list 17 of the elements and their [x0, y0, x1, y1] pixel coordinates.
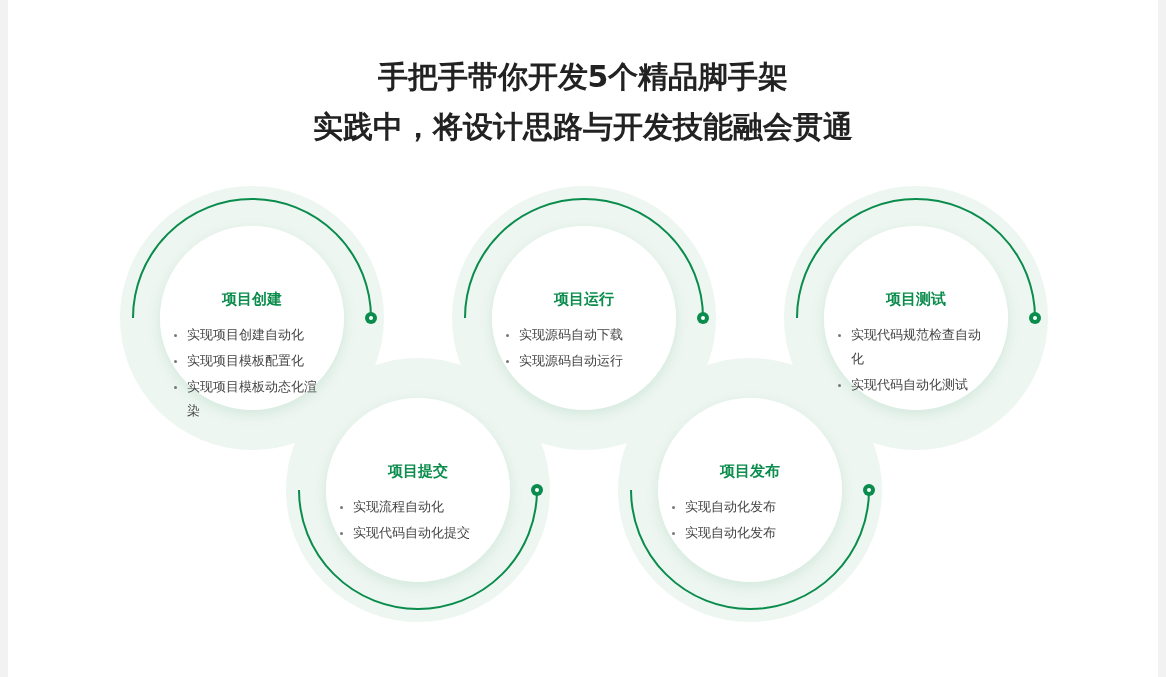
step-heading: 项目创建: [222, 289, 282, 310]
step-item: 实现代码自动化测试: [851, 375, 969, 394]
step-item: 实现流程自动化: [353, 497, 445, 516]
title: 手把手带你开发5个精品脚手架 实践中，将设计思路与开发技能融会贯通: [312, 58, 854, 146]
step-heading: 项目测试: [886, 289, 946, 310]
step-item: 实现代码自动化提交: [353, 523, 471, 542]
step-item: 实现自动化发布: [685, 497, 777, 516]
step-item: 实现源码自动下载: [519, 325, 624, 344]
step-item: 实现项目模板配置化: [187, 351, 305, 370]
step-heading: 项目提交: [388, 461, 448, 482]
step-item: 实现源码自动运行: [519, 351, 624, 370]
step-item: 实现项目创建自动化: [187, 325, 305, 344]
step-item: 实现代码规范检查自动化: [851, 325, 982, 368]
step-heading: 项目运行: [554, 289, 614, 310]
step-heading: 项目发布: [720, 461, 780, 482]
step-item: 实现项目模板动态化渲染: [187, 377, 318, 420]
step-item: 实现自动化发布: [685, 523, 777, 542]
